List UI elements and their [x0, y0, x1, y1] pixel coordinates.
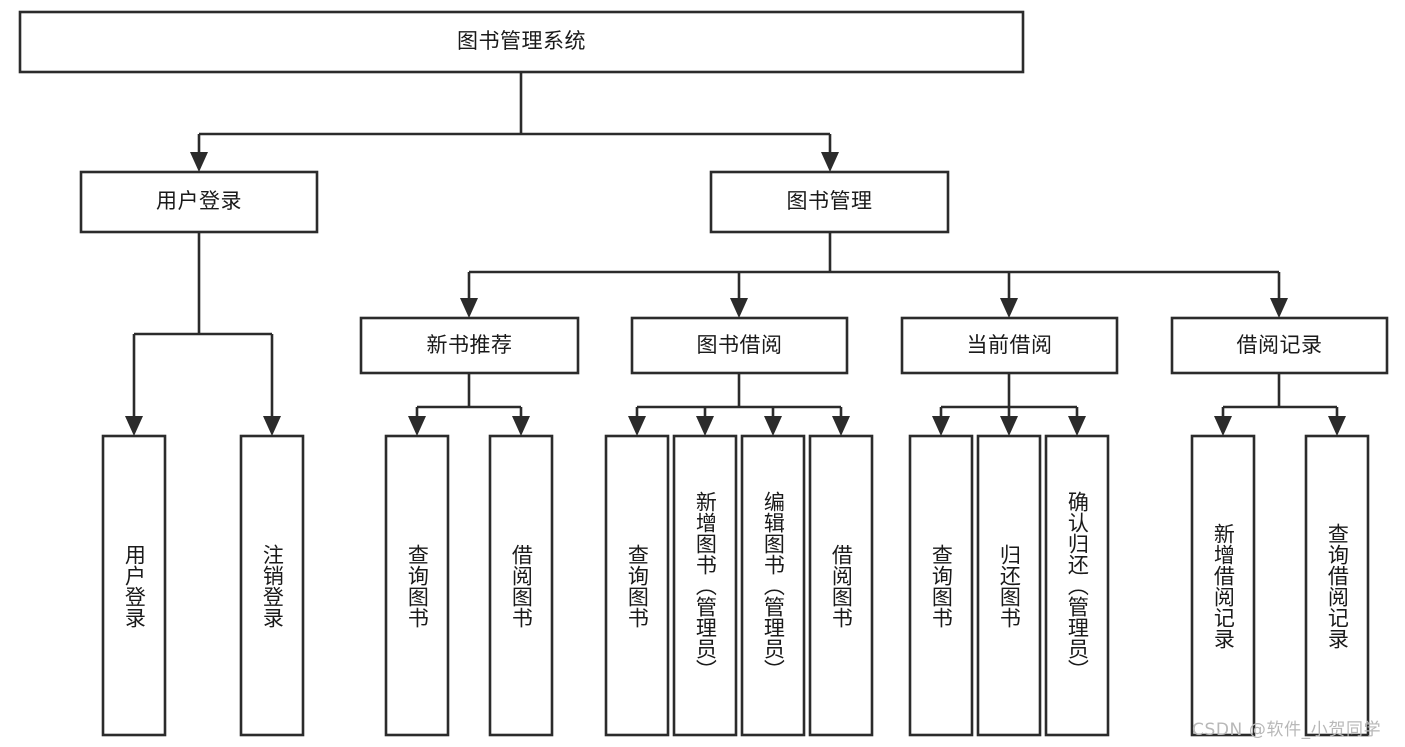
- node-box-user-login[interactable]: [79, 170, 319, 234]
- arrow-borrow-leaf2: [696, 416, 714, 436]
- arrow-current-leaf2: [1000, 416, 1018, 436]
- arrow-borrow-leaf1: [628, 416, 646, 436]
- arrow-bookmgmt-to-current: [1000, 298, 1018, 318]
- leaf-box-new-books-2[interactable]: [488, 434, 554, 737]
- arrow-userlogin-leaf1: [125, 416, 143, 436]
- edges-records-to-leaves: [1214, 373, 1346, 436]
- arrow-records-leaf1: [1214, 416, 1232, 436]
- arrow-userlogin-leaf2: [263, 416, 281, 436]
- leaf-box-new-books-1[interactable]: [384, 434, 450, 737]
- leaf-box-user-login-1[interactable]: [101, 434, 167, 737]
- arrow-borrow-leaf4: [832, 416, 850, 436]
- leaf-box-borrow-1[interactable]: [604, 434, 670, 737]
- edges-root-to-level2: [190, 72, 839, 172]
- leaf-box-borrow-3[interactable]: [740, 434, 806, 737]
- leaf-box-current-2[interactable]: [976, 434, 1042, 737]
- node-box-new-book-recommend[interactable]: [359, 316, 580, 375]
- arrow-borrow-leaf3: [764, 416, 782, 436]
- arrow-current-leaf1: [932, 416, 950, 436]
- leaf-box-user-login-2[interactable]: [239, 434, 305, 737]
- edges-newbooks-to-leaves: [408, 373, 530, 436]
- edges-userlogin-to-leaves: [125, 232, 281, 436]
- edges-bookmgmt-to-level3: [460, 232, 1288, 318]
- arrow-newbooks-leaf2: [512, 416, 530, 436]
- leaf-box-current-3[interactable]: [1044, 434, 1110, 737]
- leaf-box-records-1[interactable]: [1190, 434, 1256, 737]
- leaf-box-current-1[interactable]: [908, 434, 974, 737]
- arrow-root-to-user-login: [190, 152, 208, 172]
- arrow-records-leaf2: [1328, 416, 1346, 436]
- node-box-current-borrow[interactable]: [900, 316, 1119, 375]
- node-box-book-management[interactable]: [709, 170, 950, 234]
- arrow-bookmgmt-to-records: [1270, 298, 1288, 318]
- leaf-box-borrow-4[interactable]: [808, 434, 874, 737]
- leaf-box-records-2[interactable]: [1304, 434, 1370, 737]
- arrow-newbooks-leaf1: [408, 416, 426, 436]
- leaf-box-borrow-2[interactable]: [672, 434, 738, 737]
- node-box-book-borrow[interactable]: [630, 316, 849, 375]
- node-box-borrow-records[interactable]: [1170, 316, 1389, 375]
- node-box-root[interactable]: [18, 10, 1025, 74]
- arrow-root-to-book-mgmt: [821, 152, 839, 172]
- arrow-bookmgmt-to-new-books: [460, 298, 478, 318]
- edges-current-to-leaves: [932, 373, 1086, 436]
- arrow-current-leaf3: [1068, 416, 1086, 436]
- edges-borrow-to-leaves: [628, 373, 850, 436]
- arrow-bookmgmt-to-borrow: [730, 298, 748, 318]
